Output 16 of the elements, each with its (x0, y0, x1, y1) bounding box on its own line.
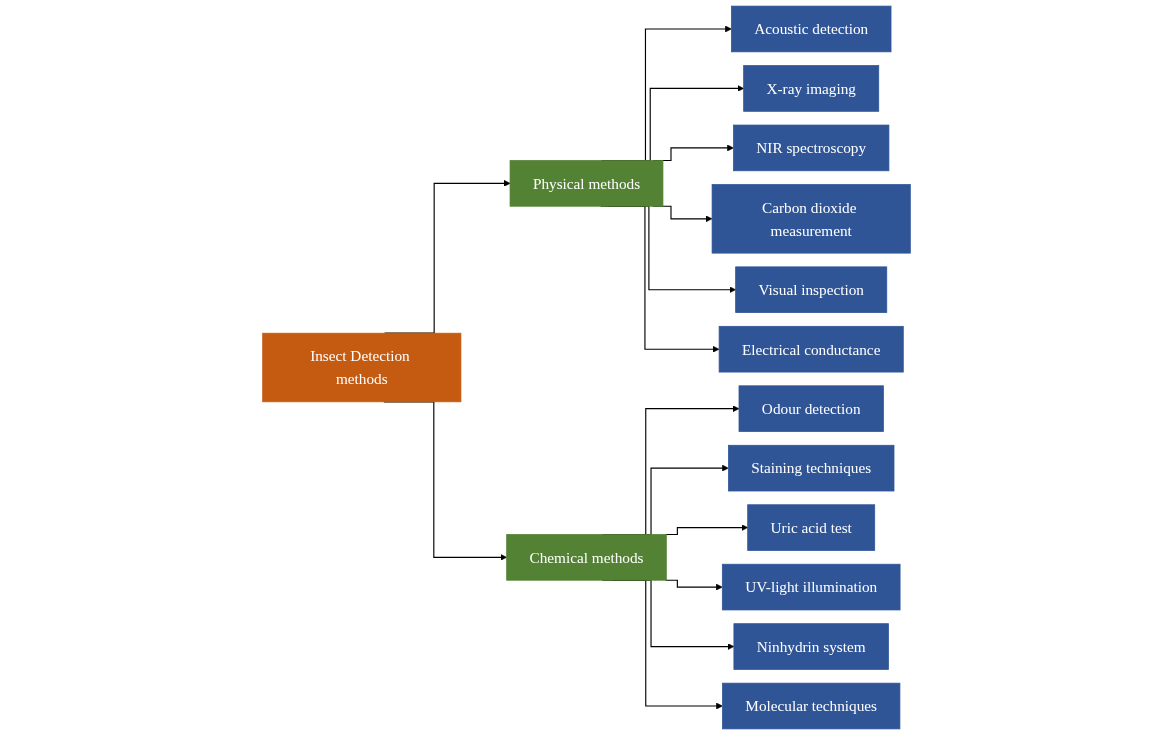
node-box: Odour detection (738, 385, 884, 432)
node-box: Uric acid test (747, 504, 876, 551)
node-box: Acoustic detection (731, 5, 892, 53)
node-box: Ninhydrin system (733, 623, 889, 670)
node-box: NIR spectroscopy (733, 124, 890, 172)
node-box: Carbon dioxide measurement (711, 184, 911, 254)
node-box: Molecular techniques (722, 682, 901, 730)
node-box: Electrical conductance (718, 325, 904, 373)
arrow (664, 579, 723, 591)
node-box: X-ray imaging (743, 65, 880, 112)
node-box: UV-light illumination (721, 563, 901, 611)
node-box: Physical methods (509, 160, 664, 207)
node-box: Insect Detection methods (262, 332, 462, 403)
node-box: Chemical methods (506, 534, 667, 581)
node-box: Visual inspection (735, 266, 888, 313)
node-box: Staining techniques (728, 444, 895, 492)
